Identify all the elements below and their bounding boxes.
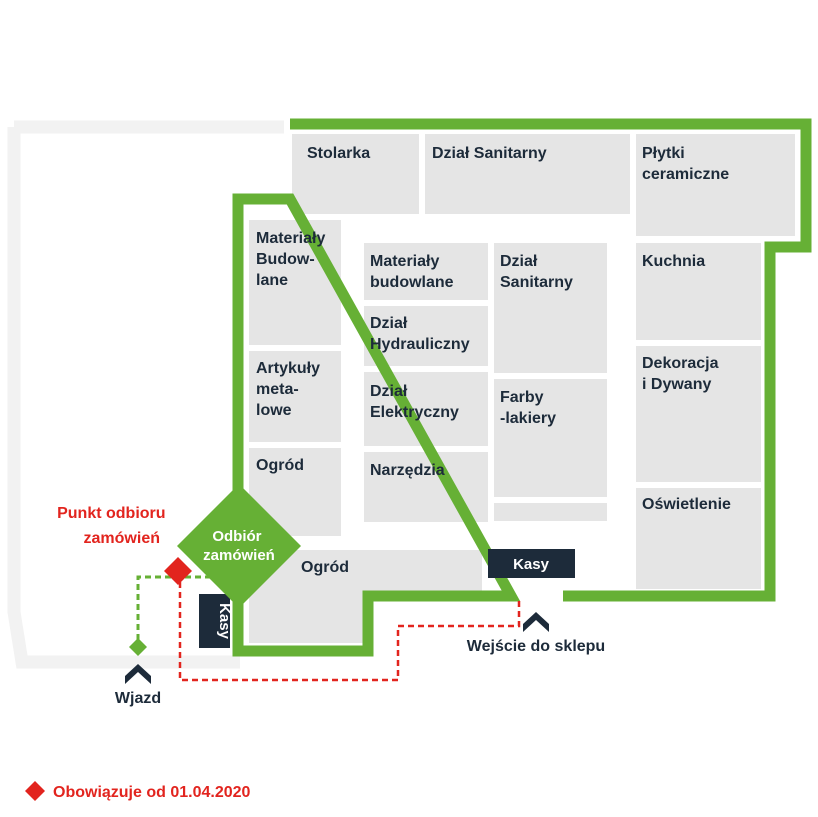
block-materialy-mid: [364, 243, 488, 300]
block-plytki: [636, 134, 795, 236]
label-stolarka: Stolarka: [307, 145, 370, 162]
label-ogrod-bottom: Ogród: [301, 559, 349, 576]
kasy-left-label: Kasy: [216, 603, 233, 640]
department-labels: Stolarka Dział Sanitarny Płytki ceramicz…: [256, 145, 731, 576]
chevron-up-icon: [523, 612, 549, 632]
legend-text: Obowiązuje od 01.04.2020: [53, 784, 251, 801]
block-sanitarny-mid: [494, 243, 607, 373]
green-diamond-icon: [129, 638, 147, 656]
label-kuchnia: Kuchnia: [642, 253, 705, 270]
label-plytki: Płytki ceramiczne: [642, 145, 729, 183]
red-diamond-icon: [25, 781, 45, 801]
pickup-diamond-label: Odbiór zamówień: [203, 528, 275, 564]
label-materialy-mid: Materiały budowlane: [370, 253, 454, 291]
block-hydrauliczny: [364, 306, 488, 366]
label-elektryczny: Dział Elektryczny: [370, 383, 459, 421]
chevron-up-icon: [125, 664, 151, 684]
label-farby: Farby -lakiery: [500, 389, 556, 427]
block-artykuly: [249, 351, 341, 442]
block-dekoracja: [636, 346, 761, 482]
red-diamond-icon: [164, 557, 192, 585]
label-oswietlenie: Oświetlenie: [642, 496, 731, 513]
label-ogrod-left: Ogród: [256, 457, 304, 474]
pickup-diamond: Odbiór zamówień: [177, 484, 301, 608]
red-dashed-path: [178, 572, 521, 682]
label-artykuly: Artykuły meta- lowe: [256, 360, 324, 419]
kasy-right-label: Kasy: [513, 556, 550, 573]
store-outline: [232, 118, 812, 657]
kasy-left: Kasy: [199, 594, 233, 648]
block-stolarka: [292, 134, 419, 214]
kasy-right: Kasy: [488, 549, 575, 578]
block-sanitarny-top: [425, 134, 630, 214]
label-hydrauliczny: Dział Hydrauliczny: [370, 315, 470, 353]
pickup-point-label: Punkt odbioru zamówień: [57, 505, 170, 547]
green-dashed-path: [136, 575, 230, 640]
block-kuchnia: [636, 243, 761, 340]
block-oswietlenie: [636, 488, 761, 589]
label-dekoracja: Dekoracja i Dywany: [642, 355, 723, 393]
driveway-label: Wjazd: [115, 690, 161, 707]
block-ogrod-bottom: [249, 550, 482, 643]
label-sanitarny-mid: Dział Sanitarny: [500, 253, 573, 291]
entrance-label: Wejście do sklepu: [467, 638, 605, 655]
block-small: [494, 503, 607, 521]
label-materialy-left: Materiały Budow- lane: [256, 230, 330, 289]
block-farby: [494, 379, 607, 497]
label-narzedzia: Narzędzia: [370, 462, 445, 479]
block-materialy-left: [249, 220, 341, 345]
label-sanitarny-top: Dział Sanitarny: [432, 145, 547, 162]
outer-building-outline: [7, 120, 284, 669]
